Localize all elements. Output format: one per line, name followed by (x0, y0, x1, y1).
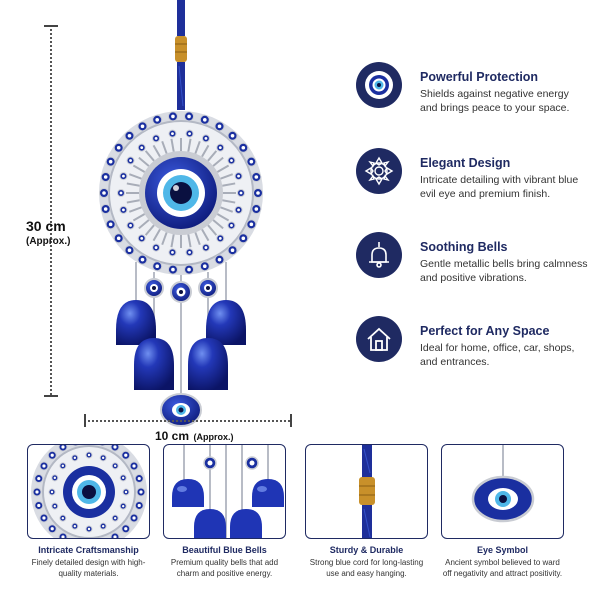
width-approx: (Approx.) (193, 432, 234, 442)
card-title: Intricate Craftsmanship (38, 545, 139, 555)
card-description: Finely detailed design with high-quality… (31, 558, 146, 578)
card-description: Strong blue cord for long-lasting use an… (309, 558, 424, 578)
cord-closeup-image (359, 445, 375, 538)
card-title: Sturdy & Durable (329, 545, 404, 555)
product-illustration (80, 0, 280, 430)
feature-description: Ideal for home, office, car, shops, and … (420, 342, 575, 368)
feature-soothing-bells: Soothing Bells Gentle metallic bells bri… (356, 232, 596, 312)
height-dimension-cap-bottom (44, 395, 58, 397)
height-value: 30 cm (26, 218, 66, 234)
evil-eye-wind-chime-image (99, 0, 263, 427)
card-sturdy-durable (305, 444, 428, 539)
feature-powerful-protection: Powerful Protection Shields against nega… (356, 62, 596, 142)
width-dimension-line (84, 420, 290, 422)
blue-bells-closeup-image (172, 445, 284, 538)
feature-elegant-design: Elegant Design Intricate detailing with … (356, 148, 596, 228)
craftsmanship-closeup-image (31, 445, 147, 538)
card-title: Beautiful Blue Bells (182, 545, 267, 555)
eye-symbol-closeup-image (471, 445, 535, 523)
feature-title: Soothing Bells (420, 240, 508, 254)
card-intricate-craftsmanship (27, 444, 150, 539)
card-eye-symbol (441, 444, 564, 539)
height-dimension-label: 30 cm (Approx.) (26, 218, 86, 247)
feature-title: Elegant Design (420, 156, 511, 170)
feature-title: Perfect for Any Space (420, 324, 550, 338)
feature-any-space: Perfect for Any Space Ideal for home, of… (356, 316, 596, 396)
bell-icon (356, 232, 402, 278)
card-beautiful-blue-bells (163, 444, 286, 539)
height-dimension-cap-top (44, 25, 58, 27)
card-description: Premium quality bells that add charm and… (170, 558, 279, 578)
height-approx: (Approx.) (26, 236, 71, 247)
width-value: 10 cm (155, 429, 190, 443)
feature-description: Gentle metallic bells bring calmness and… (420, 258, 588, 284)
evil-eye-icon (356, 62, 402, 108)
mandala-icon (356, 148, 402, 194)
house-icon (356, 316, 402, 362)
height-dimension-line (50, 25, 52, 395)
feature-description: Shields against negative energy and brin… (420, 88, 570, 114)
feature-title: Powerful Protection (420, 70, 539, 84)
card-description: Ancient symbol believed to ward off nega… (442, 558, 563, 578)
width-dimension-cap-left (84, 414, 86, 427)
feature-description: Intricate detailing with vibrant blue ev… (420, 174, 579, 200)
card-title: Eye Symbol (476, 545, 529, 555)
width-dimension-cap-right (290, 414, 292, 427)
width-dimension-label: 10 cm (Approx.) (155, 427, 233, 445)
